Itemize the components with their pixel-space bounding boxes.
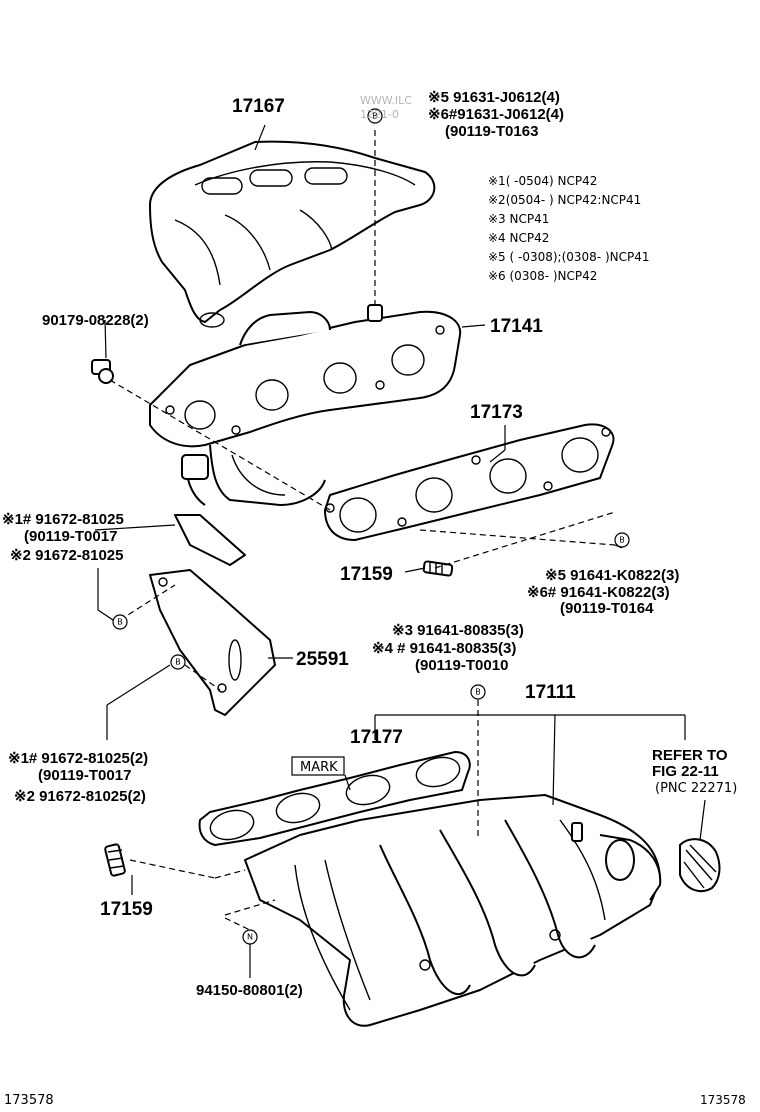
label-mid-1: ※3 91641-80835(3) [392,622,524,639]
bracket-25591[interactable] [149,569,276,716]
svg-text:B: B [475,688,481,697]
mark-callout: MARK [291,756,345,776]
footer-left-id: 173578 [4,1093,54,1108]
refer-line-2: FIG 22-11 [652,763,719,780]
label-17111: 17111 [525,682,576,703]
svg-text:B: B [619,536,625,545]
label-94150: 94150-80801(2) [196,982,303,999]
label-17173: 17173 [470,402,523,423]
watermark-line-1: WWW.ILC [360,94,412,107]
label-left-b-2: (90119-T0017 [38,767,131,784]
label-17159-upper: 17159 [340,564,393,585]
marker-b-left: B [112,614,128,630]
gasket-17173[interactable] [324,423,615,541]
svg-text:B: B [117,618,123,627]
marker-b-bracket: B [170,654,186,670]
refer-line-1: REFER TO [652,747,728,764]
label-left-a-1: ※1# 91672-81025 [2,511,124,528]
marker-n: N [242,929,258,945]
leader-lines [94,124,706,978]
marker-b-middle: B [470,684,486,700]
label-left-b-1: ※1# 91672-81025(2) [8,750,148,767]
label-17177: 17177 [350,727,403,748]
gasket-17177[interactable] [198,751,471,846]
label-nut-1: ※5 91641-K0822(3) [545,567,679,584]
label-left-b-3: ※2 91672-81025(2) [14,788,146,805]
watermark-line-2: 1221-0 [360,108,399,121]
label-mid-2: ※4 # 91641-80835(3) [372,640,516,657]
bolt-90179[interactable] [91,359,114,384]
stud-91631[interactable] [367,304,383,322]
label-top-bolt-2: ※6#91631-J0612(4) [428,106,564,123]
note-1: ※1( -0504) NCP42 [488,174,597,188]
label-left-a-2: (90119-T0017 [24,528,117,545]
refer-line-3: (PNC 22271) [655,781,737,796]
label-17159-lower: 17159 [100,899,153,920]
note-6: ※6 (0308- )NCP42 [488,269,597,283]
svg-text:B: B [372,112,378,121]
footer-right-id: 173578 [700,1093,746,1107]
stud-17159-lower[interactable] [104,843,126,877]
throttle-gasket-ref[interactable] [679,838,721,893]
label-top-bolt-3: (90119-T0163 [445,123,538,140]
label-17141: 17141 [490,316,543,337]
note-5: ※5 ( -0308);(0308- )NCP41 [488,250,650,264]
label-17167: 17167 [232,96,285,117]
label-90179: 90179-08228(2) [42,312,149,329]
label-mid-3: (90119-T0010 [415,657,508,674]
label-nut-3: (90119-T0164 [560,600,654,617]
svg-text:N: N [247,933,253,942]
note-4: ※4 NCP42 [488,231,549,245]
model-notes: ※1( -0504) NCP42 ※2(0504- ) NCP42:NCP41 … [488,174,650,283]
note-2: ※2(0504- ) NCP42:NCP41 [488,193,641,207]
label-nut-2: ※6# 91641-K0822(3) [527,584,670,601]
note-3: ※3 NCP41 [488,212,549,226]
heat-insulator-17167[interactable] [149,140,436,328]
mark-label: MARK [300,760,338,775]
label-left-a-3: ※2 91672-81025 [10,547,124,564]
label-25591: 25591 [296,649,349,670]
marker-b-nut: B [614,532,630,548]
label-top-bolt-1: ※5 91631-J0612(4) [428,89,560,106]
exhaust-manifold-17141[interactable] [149,310,462,566]
intake-manifold-17111[interactable] [244,794,662,1027]
svg-text:B: B [175,658,181,667]
marker-b-upper: B [367,108,383,124]
